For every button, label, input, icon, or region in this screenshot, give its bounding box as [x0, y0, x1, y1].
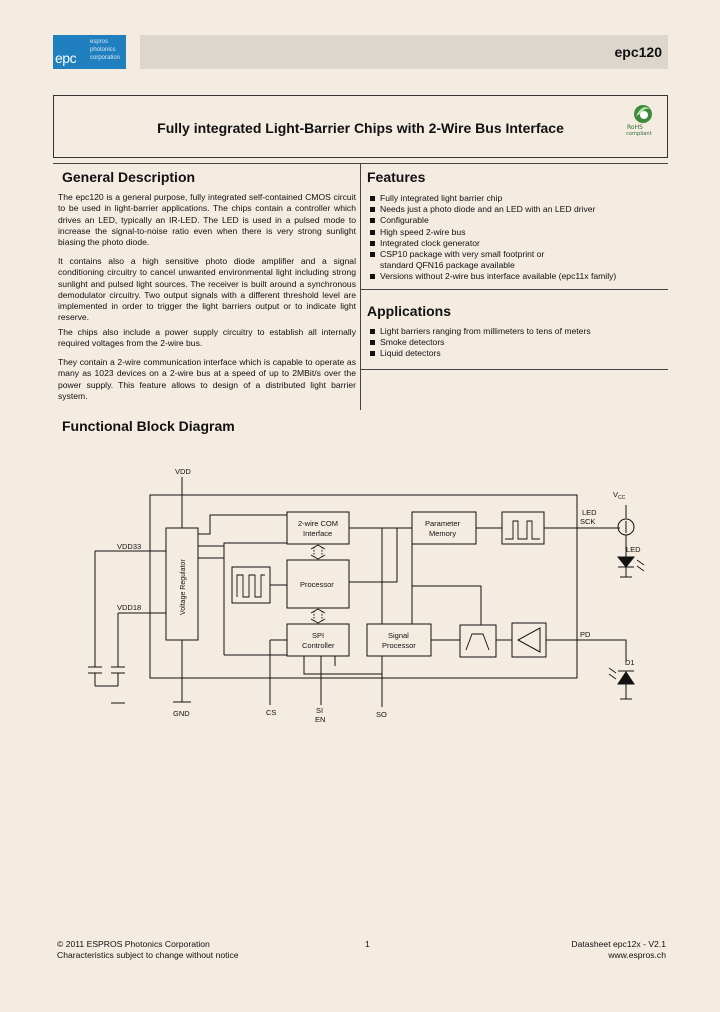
feature-item: Configurable — [370, 215, 660, 226]
led-pin-label: LED — [582, 508, 597, 517]
feature-item: Needs just a photo diode and an LED with… — [370, 204, 660, 215]
chip-outline — [149, 494, 578, 679]
applications-frame — [361, 290, 668, 370]
com-label-line2: Interface — [303, 529, 332, 538]
general-paragraph: The chips also include a power supply ci… — [58, 327, 356, 349]
features-heading: Features — [367, 169, 426, 185]
bus-arrowheads — [310, 544, 326, 560]
param-label-line1: Parameter — [425, 519, 461, 528]
logo-text: espros photonics corporation — [90, 38, 120, 62]
feature-item: CSP10 package with very small footprint … — [370, 249, 570, 271]
filter-block — [459, 624, 497, 658]
logo-line: photonics — [90, 47, 116, 53]
general-paragraph: The epc120 is a general purpose, fully i… — [58, 192, 356, 248]
com-label-line1: 2-wire COM — [298, 519, 338, 528]
d1-label: D1 — [625, 658, 635, 667]
features-frame — [361, 163, 668, 290]
datasheet-version: Datasheet epc12x - V2.1 — [571, 939, 666, 949]
feature-item: High speed 2-wire bus — [370, 227, 660, 238]
wire — [546, 639, 627, 662]
light-incidence-icon — [608, 667, 617, 680]
led-diode-icon — [616, 556, 636, 568]
signal-processor-block — [366, 623, 432, 657]
wire — [198, 542, 287, 547]
amplifier-triangle — [516, 627, 541, 653]
wire — [411, 544, 482, 625]
feature-item: Fully integrated light barrier chip — [370, 193, 660, 204]
clock-waveform — [236, 574, 265, 598]
sck-pin-label: SCK — [580, 517, 595, 526]
si-pin-label: SI — [316, 706, 323, 715]
spi-label-line2: Controller — [302, 641, 335, 650]
so-pin-label: SO — [376, 710, 387, 719]
vdd33-label: VDD33 — [117, 542, 141, 551]
wire — [303, 656, 382, 675]
regulator-label: Voltage Regulator — [180, 559, 187, 615]
light-emission-icon — [636, 559, 645, 572]
wire — [349, 528, 398, 583]
spi-controller-block — [286, 623, 350, 657]
clock-block — [231, 566, 271, 604]
application-item: Liquid detectors — [370, 348, 660, 359]
logo-line: espros — [90, 39, 109, 45]
com-interface-block — [286, 511, 350, 545]
general-paragraph: It contains also a high sensitive photo … — [58, 256, 356, 323]
logo-mark: epc — [55, 50, 77, 66]
pulse-waveform — [505, 520, 540, 540]
application-item: Smoke detectors — [370, 337, 660, 348]
general-paragraph: They contain a 2-wire communication inte… — [58, 357, 356, 401]
page-title: Fully integrated Light-Barrier Chips wit… — [157, 120, 564, 136]
company-logo: epc espros photonics corporation — [53, 35, 126, 69]
rohs-icon: RoHS compliant — [626, 105, 652, 136]
processor-block — [286, 559, 350, 609]
footer-left: © 2011 ESPROS Photonics Corporation Char… — [57, 939, 239, 961]
product-name: epc120 — [614, 44, 662, 60]
bus-arrowheads — [310, 608, 326, 624]
processor-label: Processor — [300, 580, 334, 589]
footer-right: Datasheet epc12x - V2.1 www.espros.ch — [571, 939, 666, 961]
vdd18-label: VDD18 — [117, 603, 141, 612]
footer-note: Characteristics subject to change withou… — [57, 950, 239, 960]
led-component-label: LED — [626, 545, 641, 554]
website-link[interactable]: www.espros.ch — [608, 950, 666, 960]
rohs-line2: compliant — [626, 131, 652, 136]
photodiode-icon — [617, 671, 635, 685]
en-pin-label: EN — [315, 715, 325, 724]
param-label-line2: Memory — [429, 529, 456, 538]
vdd-label: VDD — [175, 467, 191, 476]
gnd-label: GND — [173, 709, 190, 718]
wire — [198, 514, 287, 535]
vcc-label: VCC — [613, 490, 626, 501]
header-bar: epc120 — [140, 35, 668, 69]
feature-item: Versions without 2-wire bus interface av… — [370, 271, 660, 282]
spi-label-line1: SPI — [312, 631, 324, 640]
title-frame: Fully integrated Light-Barrier Chips wit… — [53, 95, 668, 158]
features-list: Fully integrated light barrier chip Need… — [370, 193, 660, 283]
sig-label-line2: Processor — [382, 641, 416, 650]
general-description-frame — [53, 163, 361, 410]
feature-item: Integrated clock generator — [370, 238, 660, 249]
page-number: 1 — [365, 939, 370, 949]
general-description-heading: General Description — [62, 169, 196, 185]
parameter-memory-block — [411, 511, 477, 545]
block-diagram-heading: Functional Block Diagram — [62, 418, 235, 434]
applications-list: Light barriers ranging from millimeters … — [370, 326, 660, 360]
sig-label-line1: Signal — [388, 631, 409, 640]
application-item: Light barriers ranging from millimeters … — [370, 326, 660, 337]
cs-pin-label: CS — [266, 708, 276, 717]
pd-pin-label: PD — [580, 630, 591, 639]
logo-line: corporation — [90, 55, 121, 61]
filter-curve — [465, 633, 490, 651]
applications-heading: Applications — [367, 303, 452, 319]
rohs-line1: RoHS — [627, 124, 643, 131]
copyright: © 2011 ESPROS Photonics Corporation — [57, 939, 210, 949]
